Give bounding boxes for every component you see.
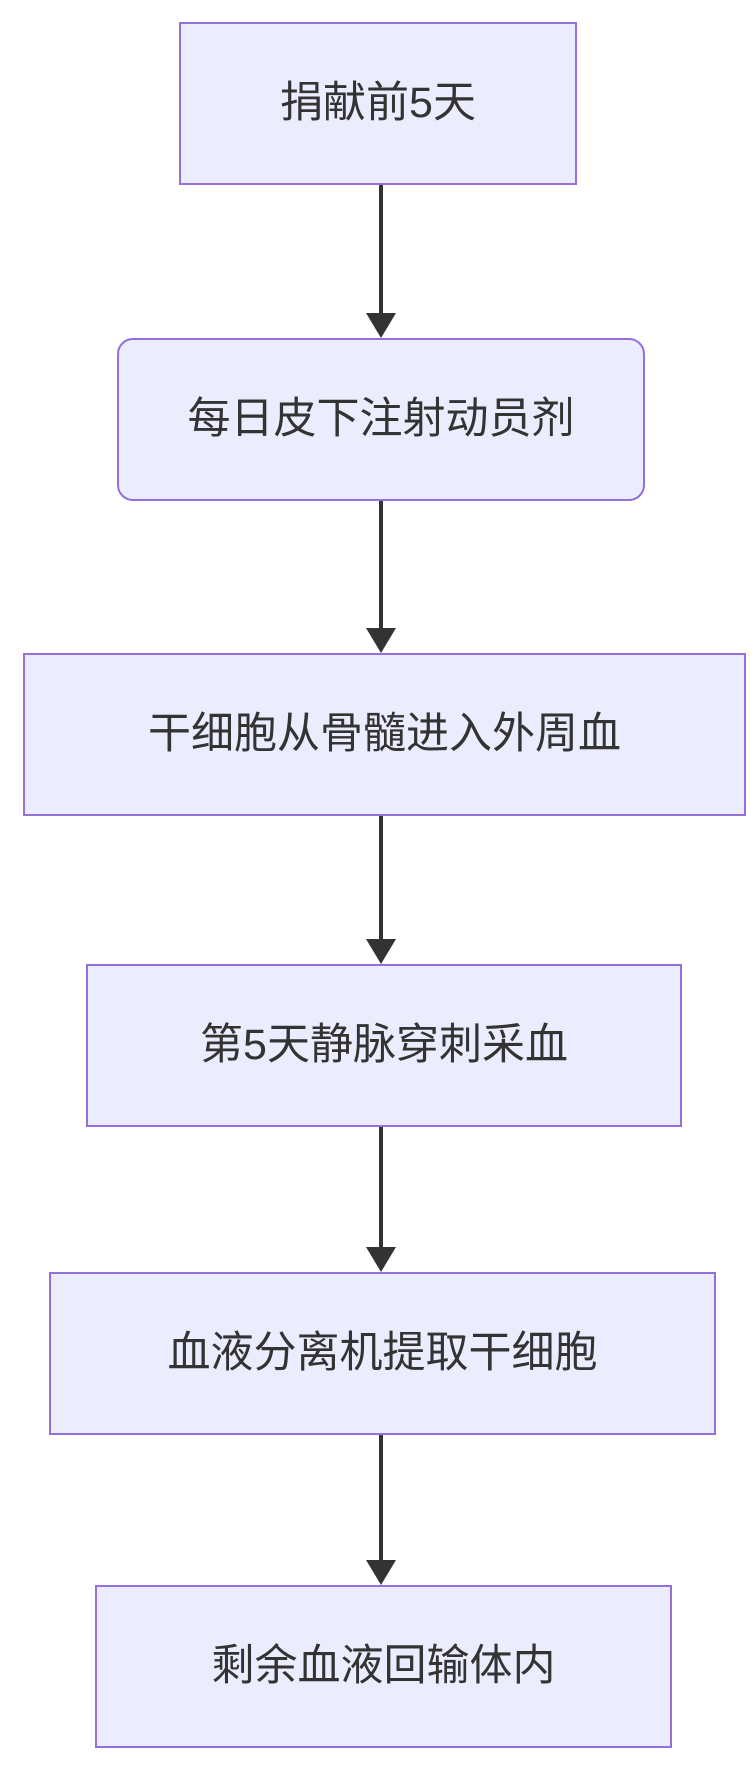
arrow-line xyxy=(379,1127,383,1247)
node-label: 剩余血液回输体内 xyxy=(211,1641,556,1690)
node-label: 干细胞从骨髓进入外周血 xyxy=(148,709,621,758)
node-apheresis-machine-extraction: 血液分离机提取干细胞 xyxy=(49,1272,716,1435)
node-day5-venipuncture-collection: 第5天静脉穿刺采血 xyxy=(86,964,682,1127)
node-label: 第5天静脉穿刺采血 xyxy=(200,1020,568,1069)
edge-step3-step4 xyxy=(366,816,396,964)
arrowhead-down-icon xyxy=(366,313,396,338)
arrow-line xyxy=(379,1435,383,1560)
arrowhead-down-icon xyxy=(366,1247,396,1272)
arrow-line xyxy=(379,185,383,313)
node-label: 捐献前5天 xyxy=(280,78,476,127)
edge-step4-step5 xyxy=(366,1127,396,1272)
arrow-line xyxy=(379,501,383,628)
node-daily-mobilizer-injection: 每日皮下注射动员剂 xyxy=(117,338,645,501)
edge-step2-step3 xyxy=(366,501,396,653)
node-5-days-before-donation: 捐献前5天 xyxy=(179,22,577,185)
node-stem-cells-enter-peripheral-blood: 干细胞从骨髓进入外周血 xyxy=(23,653,746,816)
arrowhead-down-icon xyxy=(366,1560,396,1585)
arrow-line xyxy=(379,816,383,939)
node-label: 血液分离机提取干细胞 xyxy=(167,1328,598,1377)
edge-step5-step6 xyxy=(366,1435,396,1585)
arrowhead-down-icon xyxy=(366,939,396,964)
node-remaining-blood-returned: 剩余血液回输体内 xyxy=(95,1585,672,1748)
edge-step1-step2 xyxy=(366,185,396,338)
node-label: 每日皮下注射动员剂 xyxy=(187,394,575,443)
arrowhead-down-icon xyxy=(366,628,396,653)
